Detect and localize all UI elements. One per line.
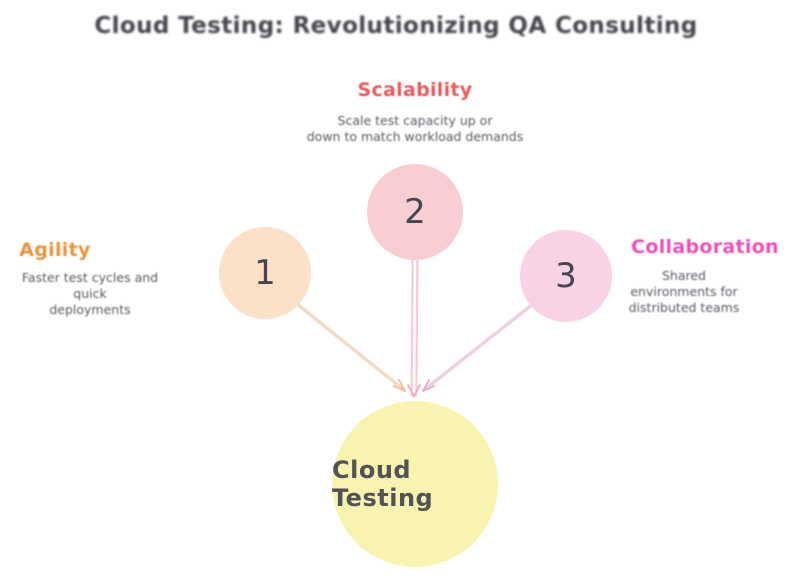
connector-agility-arrowhead (393, 379, 406, 392)
cloud-testing-center-label: Cloud Testing (332, 456, 434, 512)
diagram-title: Cloud Testing: Revolutionizing QA Consul… (94, 13, 698, 39)
collaboration-label: Collaboration (631, 236, 779, 258)
step-number-2: 2 (404, 192, 426, 232)
collaboration-description-line1: Shared environments for (630, 268, 738, 299)
scalability-description-line1: Scale test capacity up or (337, 113, 493, 128)
step-circle-1: 1 (219, 227, 311, 319)
agility-description: Faster test cycles and quick deployments (6, 270, 174, 318)
scalability-description: Scale test capacity up or down to match … (292, 113, 538, 145)
step-circle-2: 2 (367, 164, 463, 260)
connector-scalability-arrowhead (407, 384, 421, 397)
step-number-1: 1 (254, 253, 276, 293)
connector-collaboration-line (422, 302, 535, 392)
connector-collaboration-arrowhead (422, 379, 435, 392)
scalability-description-line2: down to match workload demands (306, 129, 524, 144)
agility-label: Agility (19, 239, 91, 261)
collaboration-description: Shared environments for distributed team… (618, 268, 750, 316)
agility-description-line2: deployments (49, 302, 131, 317)
connector-agility-line (295, 302, 406, 392)
collaboration-description-line2: distributed teams (628, 300, 740, 315)
scalability-label: Scalability (357, 79, 473, 101)
connector-scalability-line (410, 257, 419, 398)
step-number-3: 3 (555, 256, 577, 296)
step-circle-3: 3 (520, 230, 612, 322)
connector-scalability-line-core (412, 259, 417, 394)
cloud-testing-center-circle: Cloud Testing (332, 401, 498, 567)
agility-description-line1: Faster test cycles and quick (21, 270, 159, 301)
